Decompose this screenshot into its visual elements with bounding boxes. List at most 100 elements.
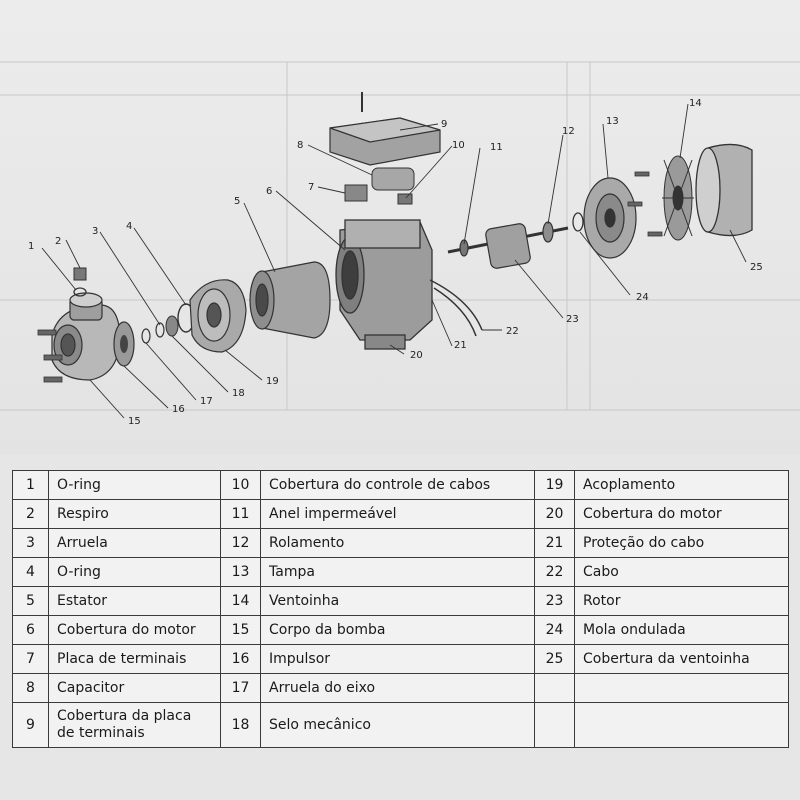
part-name: Rolamento: [260, 528, 535, 558]
part-name: [574, 673, 789, 703]
callout-4: 4: [126, 221, 132, 232]
callout-6: 6: [266, 186, 272, 197]
shaft-washer-part-17: [141, 328, 151, 344]
part-number: 10: [220, 470, 261, 500]
table-row: 9 Cobertura da placa de terminais 18 Sel…: [12, 702, 789, 748]
part-number: 8: [12, 673, 49, 703]
capacitor-part-8: [371, 167, 415, 191]
fan-cover-part-25: [695, 143, 753, 237]
o-ring-part-1: [73, 287, 87, 297]
parts-list-table: 1 O-ring 10 Cobertura do controle de cab…: [12, 470, 789, 748]
part-number: 7: [12, 644, 49, 674]
part-name: Anel impermeável: [260, 499, 535, 529]
part-number: [534, 673, 575, 703]
washer-part-3: [155, 322, 165, 338]
callout-1: 1: [28, 241, 34, 252]
part-name: [574, 702, 789, 748]
part-number: 11: [220, 499, 261, 529]
part-number: 20: [534, 499, 575, 529]
part-name: Cobertura da placa de terminais: [48, 702, 221, 748]
callout-23: 23: [566, 314, 579, 325]
part-name: Tampa: [260, 557, 535, 587]
part-number: 25: [534, 644, 575, 674]
table-row: 6 Cobertura do motor 15 Corpo da bomba 2…: [12, 615, 789, 645]
part-number: 12: [220, 528, 261, 558]
wave-spring-part-24: [572, 212, 584, 232]
pump-body: [51, 292, 121, 381]
part-name: Cabo: [574, 557, 789, 587]
callout-12: 12: [562, 126, 575, 137]
callout-19: 19: [266, 376, 279, 387]
leader-lines: [41, 103, 747, 419]
part-name: Arruela: [48, 528, 221, 558]
bolts-right: [627, 171, 663, 237]
part-number: 6: [12, 615, 49, 645]
part-name: Cobertura do motor: [48, 615, 221, 645]
callout-numbers: 1 2 3 4 5 6 7 8 9 10 11 12 13 14 15 16 1…: [28, 98, 763, 427]
callout-5: 5: [234, 196, 240, 207]
table-row: 3 Arruela 12 Rolamento 21 Proteção do ca…: [12, 528, 789, 558]
impeller-part-16: [113, 321, 135, 367]
callout-16: 16: [172, 404, 185, 415]
callout-10: 10: [452, 140, 465, 151]
terminal-box-cover-part-9: [329, 117, 441, 166]
callout-25: 25: [750, 262, 763, 273]
part-number: 17: [220, 673, 261, 703]
part-number: 14: [220, 586, 261, 616]
part-name: Proteção do cabo: [574, 528, 789, 558]
table-row: 8 Capacitor 17 Arruela do eixo: [12, 673, 789, 703]
part-number: 5: [12, 586, 49, 616]
part-number: 1: [12, 470, 49, 500]
terminal-board-part-7: [344, 184, 368, 202]
coupling-part-19: [189, 279, 247, 353]
callout-9: 9: [441, 119, 447, 130]
callout-22: 22: [506, 326, 519, 337]
callout-18: 18: [232, 388, 245, 399]
part-number: 24: [534, 615, 575, 645]
table-row: 5 Estator 14 Ventoinha 23 Rotor: [12, 586, 789, 616]
stator-part-5: [249, 261, 331, 339]
part-name: Cobertura do motor: [574, 499, 789, 529]
fan-part-14: [662, 155, 694, 241]
part-name: Cobertura da ventoinha: [574, 644, 789, 674]
part-name: Acoplamento: [574, 470, 789, 500]
part-name: O-ring: [48, 557, 221, 587]
part-name: O-ring: [48, 470, 221, 500]
cable-gland-cover-part-10: [397, 193, 413, 205]
bolts-left: [37, 329, 63, 383]
part-name: Corpo da bomba: [260, 615, 535, 645]
callout-11: 11: [490, 142, 503, 153]
callout-3: 3: [92, 226, 98, 237]
callout-14: 14: [689, 98, 702, 109]
part-number: 15: [220, 615, 261, 645]
callout-24: 24: [636, 292, 649, 303]
part-name: Ventoinha: [260, 586, 535, 616]
table-row: 1 O-ring 10 Cobertura do controle de cab…: [12, 470, 789, 500]
part-name: Capacitor: [48, 673, 221, 703]
part-number: 23: [534, 586, 575, 616]
motor-housing-part-20: [335, 219, 433, 350]
part-number: 4: [12, 557, 49, 587]
part-number: 16: [220, 644, 261, 674]
callout-20: 20: [410, 350, 423, 361]
part-number: 19: [534, 470, 575, 500]
part-name: Rotor: [574, 586, 789, 616]
cable-part-22: [429, 279, 483, 337]
callout-17: 17: [200, 396, 213, 407]
part-number: 22: [534, 557, 575, 587]
breather-part-2: [73, 267, 87, 281]
callout-8: 8: [297, 140, 303, 151]
exploded-pump-diagram: 1 2 3 4 5 6 7 8 9 10 11 12 13 14 15 16 1…: [0, 61, 800, 427]
part-name: Cobertura do controle de cabos: [260, 470, 535, 500]
part-number: 3: [12, 528, 49, 558]
table-row: 4 O-ring 13 Tampa 22 Cabo: [12, 557, 789, 587]
part-name: Selo mecânico: [260, 702, 535, 748]
rotor-part-23: [447, 221, 569, 269]
part-name: Arruela do eixo: [260, 673, 535, 703]
table-row: 7 Placa de terminais 16 Impulsor 25 Cobe…: [12, 644, 789, 674]
part-name: Respiro: [48, 499, 221, 529]
callout-15: 15: [128, 416, 141, 427]
callout-2: 2: [55, 236, 61, 247]
end-cover-part-13: [583, 177, 637, 259]
part-name: Estator: [48, 586, 221, 616]
